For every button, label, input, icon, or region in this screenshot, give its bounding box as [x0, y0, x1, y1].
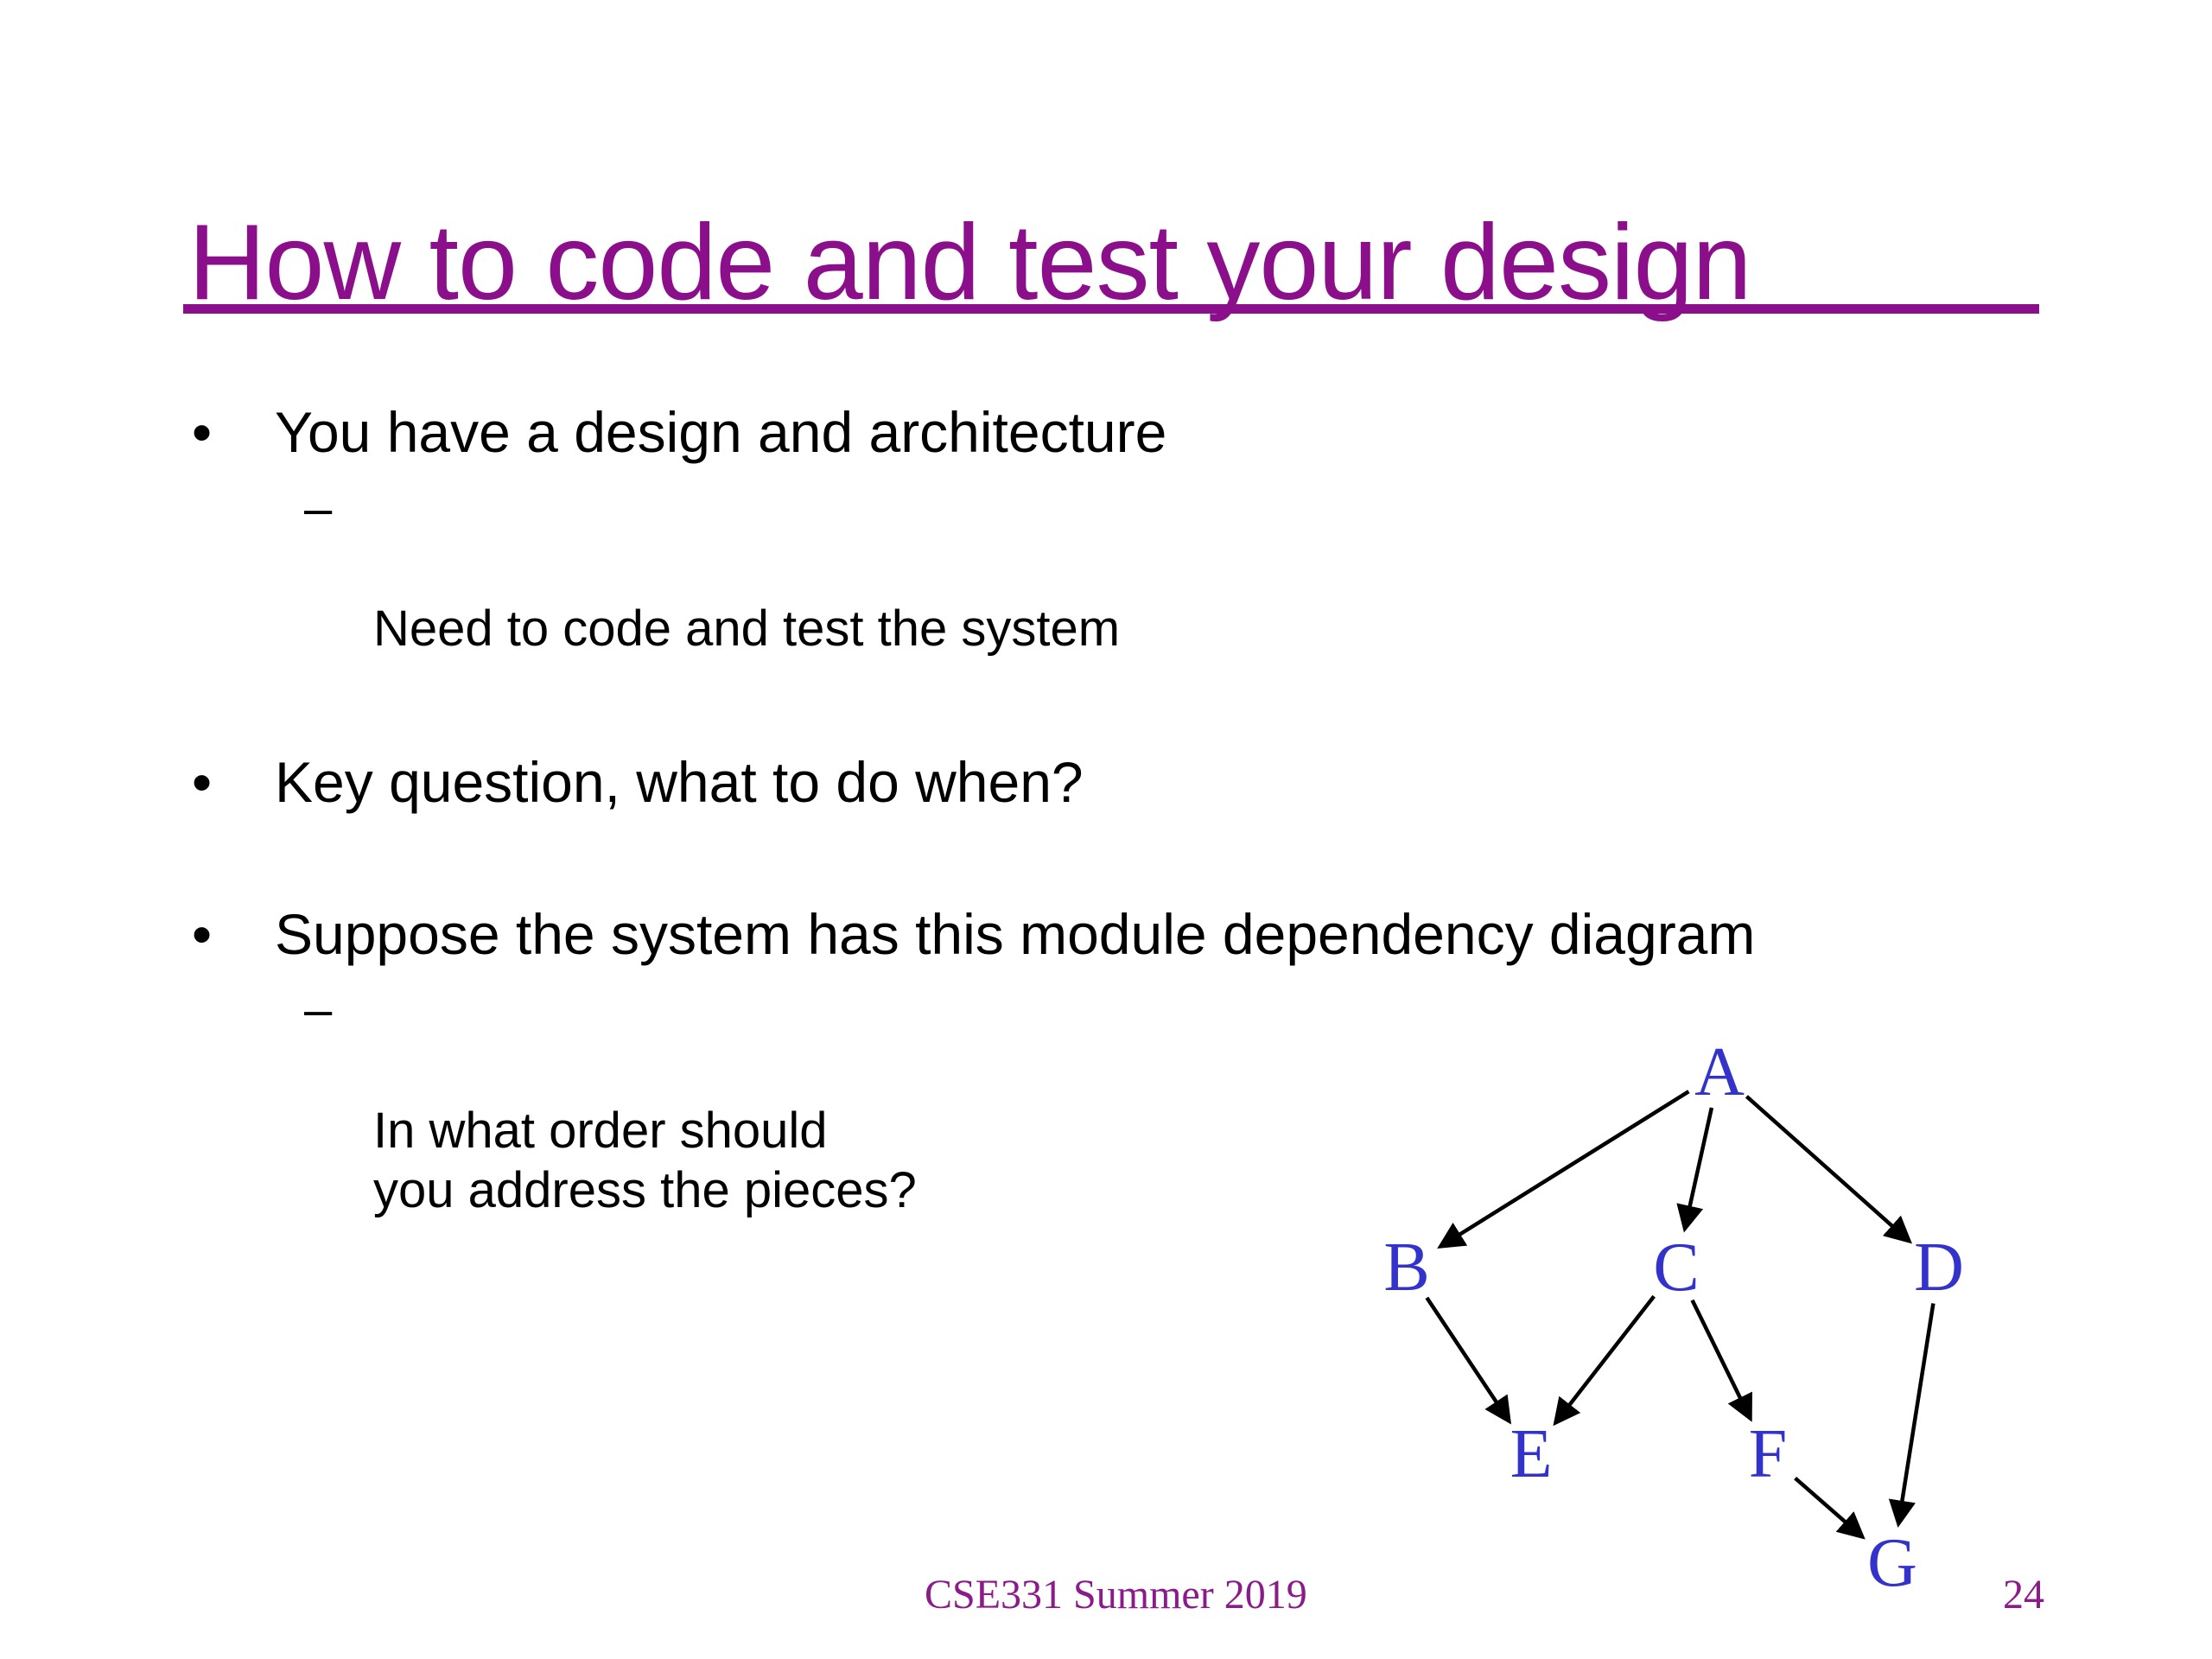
diagram-edge-b-e	[1425, 1296, 1511, 1425]
sub-bullet-item: – In what order should you address the p…	[0, 980, 2212, 1220]
diagram-node-e: E	[1510, 1416, 1553, 1492]
bullet-item: • You have a design and architecture	[0, 399, 2212, 467]
sub-bullet-marker: –	[304, 982, 333, 1039]
spacer	[0, 467, 2212, 479]
diagram-node-a: A	[1694, 1034, 1745, 1110]
bullet-text: Suppose the system has this module depen…	[275, 901, 1756, 966]
sub-bullet-marker: –	[304, 480, 333, 537]
sub-bullet-text: In what order should you address the pie…	[373, 1102, 917, 1219]
spacer	[0, 659, 2212, 749]
spacer	[0, 817, 2212, 901]
diagram-edge-c-e	[1553, 1294, 1656, 1427]
diagram-edge-f-g	[1794, 1477, 1866, 1540]
title-divider	[183, 304, 2039, 314]
diagram-node-b: B	[1383, 1230, 1430, 1306]
diagram-node-g: G	[1867, 1525, 1917, 1601]
bullet-item: • Key question, what to do when?	[0, 749, 2212, 817]
diagram-edge-c-f	[1690, 1299, 1752, 1422]
page-title: How to code and test your design	[188, 203, 1751, 323]
diagram-node-f: F	[1748, 1416, 1788, 1492]
footer-page-number: 24	[2003, 1572, 2044, 1618]
bullet-item: • Suppose the system has this module dep…	[0, 901, 2212, 969]
bullet-text: Key question, what to do when?	[275, 749, 1084, 814]
diagram-edge-a-d	[1745, 1095, 1912, 1244]
diagram-node-c: C	[1653, 1230, 1700, 1306]
module-dependency-diagram: A B C D E F G	[1374, 1015, 2056, 1603]
bullet-marker: •	[192, 749, 213, 814]
diagram-edge-d-g	[1888, 1303, 1936, 1529]
bullet-marker: •	[192, 901, 213, 966]
sub-bullet-item: – Need to code and test the system	[0, 479, 2212, 659]
bullet-marker: •	[192, 400, 213, 464]
diagram-node-d: D	[1914, 1230, 1964, 1306]
slide-body: • You have a design and architecture – N…	[0, 399, 2212, 1221]
diagram-edges	[1425, 1090, 1936, 1540]
spacer	[0, 968, 2212, 980]
diagram-edge-a-c	[1676, 1107, 1714, 1233]
footer-course-label: CSE331 Summer 2019	[925, 1572, 1307, 1618]
bullet-text: You have a design and architecture	[275, 400, 1167, 464]
diagram-edge-a-b	[1437, 1090, 1690, 1249]
sub-bullet-text: Need to code and test the system	[373, 601, 1121, 658]
